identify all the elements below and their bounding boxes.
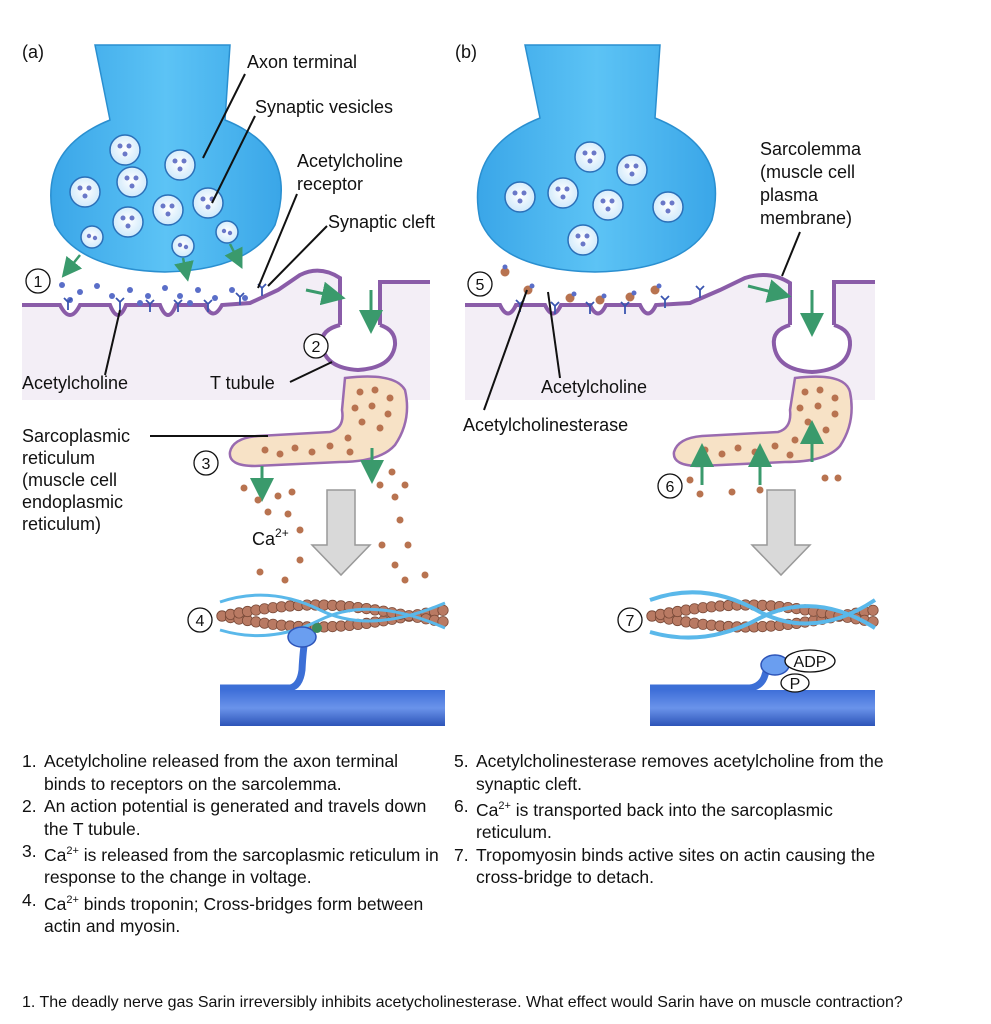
process-arrow-b bbox=[750, 489, 812, 577]
free-calcium-ions-b bbox=[686, 474, 842, 498]
adp-p-molecules: ADP P bbox=[780, 649, 836, 693]
sr-label-line2: reticulum bbox=[22, 448, 95, 468]
sr-label-line1: Sarcoplasmic bbox=[22, 426, 130, 446]
free-calcium-ions-a bbox=[240, 468, 429, 584]
svg-text:7: 7 bbox=[626, 613, 635, 630]
step-marker-4: 4 bbox=[187, 607, 213, 633]
step-item-7: 7.Tropomyosin binds active sites on acti… bbox=[454, 844, 876, 888]
acetylcholinesterase-label: Acetylcholinesterase bbox=[463, 415, 628, 435]
thick-filament-b bbox=[650, 690, 875, 726]
sarcolemma-label-line3: plasma bbox=[760, 185, 819, 205]
ach-receptor-label-line1: Acetylcholine bbox=[297, 151, 403, 171]
sr-label-line4: endoplasmic bbox=[22, 492, 123, 512]
action-potential-arrow-a bbox=[305, 281, 346, 306]
step-marker-1: 1 bbox=[25, 268, 51, 294]
svg-text:3: 3 bbox=[202, 456, 211, 473]
svg-text:1: 1 bbox=[34, 274, 43, 291]
question-text: 1. The deadly nerve gas Sarin irreversib… bbox=[22, 994, 903, 1011]
ach-receptor-label-line2: receptor bbox=[297, 174, 363, 194]
step-marker-7: 7 bbox=[617, 607, 643, 633]
step-item-5: 5.Acetylcholinesterase removes acetylcho… bbox=[454, 751, 884, 794]
t-tubule-label: T tubule bbox=[210, 373, 275, 393]
step-item-3: 3.Ca2+ is released from the sarcoplasmic… bbox=[22, 841, 439, 888]
t-tubule-b bbox=[771, 323, 853, 375]
process-arrow-a bbox=[310, 489, 372, 577]
adp-label: ADP bbox=[794, 654, 827, 671]
step-item-4: 4.Ca2+ binds troponin; Cross-bridges for… bbox=[22, 889, 424, 937]
myosin-head-a bbox=[220, 623, 322, 692]
step-marker-6: 6 bbox=[657, 473, 683, 499]
step-marker-5: 5 bbox=[467, 271, 493, 297]
sarcoplasmic-reticulum-a bbox=[228, 375, 409, 468]
steps-list-left: 1.Acetylcholine released from the axon t… bbox=[22, 750, 442, 938]
leader-lines bbox=[104, 73, 801, 437]
t-tubule-a bbox=[319, 323, 398, 373]
calcium-ion-label: Ca2+ bbox=[252, 526, 289, 549]
svg-text:5: 5 bbox=[476, 277, 485, 294]
panel-b-label: (b) bbox=[455, 42, 477, 62]
actin-filaments-b bbox=[646, 590, 879, 640]
action-potential-arrow-b bbox=[747, 279, 792, 303]
step-item-6: 6.Ca2+ is transported back into the sarc… bbox=[454, 796, 833, 843]
acetylcholine-molecules-a bbox=[59, 282, 248, 306]
actin-filaments-a bbox=[216, 590, 449, 640]
sr-label-line5: reticulum) bbox=[22, 514, 101, 534]
svg-text:2: 2 bbox=[312, 339, 321, 356]
synaptic-vesicles-b bbox=[504, 141, 684, 256]
acetylcholine-label-a: Acetylcholine bbox=[22, 373, 128, 393]
synaptic-vesicles-a bbox=[69, 134, 239, 258]
ach-release-arrows-a bbox=[61, 243, 243, 282]
step-marker-2: 2 bbox=[303, 333, 329, 359]
svg-text:4: 4 bbox=[196, 613, 205, 630]
panel-a-label: (a) bbox=[22, 42, 44, 62]
step-marker-3: 3 bbox=[193, 450, 219, 476]
svg-text:6: 6 bbox=[666, 479, 675, 496]
axon-terminal-label: Axon terminal bbox=[247, 52, 357, 72]
synaptic-vesicles-label: Synaptic vesicles bbox=[255, 97, 393, 117]
sarcolemma-label-line2: (muscle cell bbox=[760, 162, 855, 182]
acetylcholinesterase-products-b bbox=[500, 264, 662, 305]
acetylcholine-label-b: Acetylcholine bbox=[541, 377, 647, 397]
myosin-head-b bbox=[650, 654, 790, 692]
step-markers: 1 2 3 4 5 6 7 bbox=[25, 268, 683, 633]
acetylcholine-receptors-a bbox=[63, 283, 267, 312]
sarcolemma-label-line4: membrane) bbox=[760, 208, 852, 228]
sarcolemma-label-line1: Sarcolemma bbox=[760, 139, 862, 159]
step-item-1: 1.Acetylcholine released from the axon t… bbox=[22, 751, 399, 794]
thick-filament-a bbox=[220, 690, 445, 726]
calcium-in-sr-a bbox=[261, 386, 394, 458]
p-label: P bbox=[790, 676, 801, 693]
synaptic-cleft-label: Synaptic cleft bbox=[328, 212, 435, 232]
sr-label-line3: (muscle cell bbox=[22, 470, 117, 490]
steps-list-right: 5.Acetylcholinesterase removes acetylcho… bbox=[454, 750, 884, 889]
step-item-2: 2.An action potential is generated and t… bbox=[22, 796, 427, 839]
